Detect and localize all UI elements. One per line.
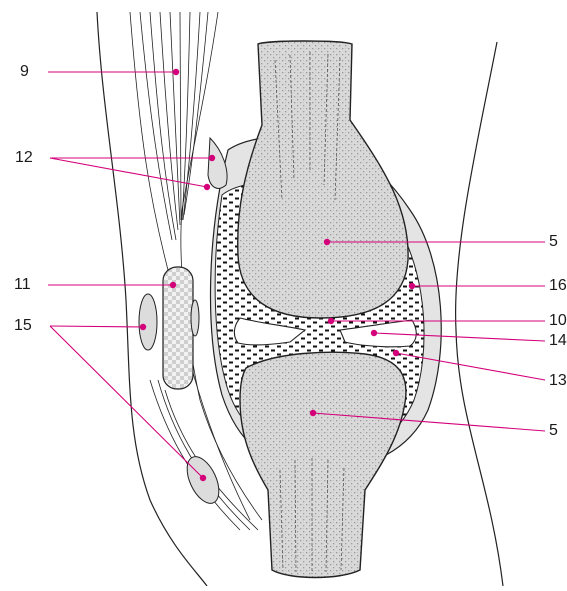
label-11: 11 — [14, 277, 31, 293]
tibia — [240, 352, 406, 577]
small-bursa — [191, 300, 199, 336]
femur — [238, 41, 408, 318]
dot-12a — [209, 155, 215, 161]
dot-12b — [204, 184, 210, 190]
dot-16 — [409, 283, 415, 289]
dot-14 — [371, 330, 377, 336]
label-10: 10 — [549, 313, 567, 329]
label-13: 13 — [549, 373, 567, 389]
label-16: 16 — [549, 278, 567, 294]
prepatellar-bursa — [139, 294, 157, 350]
dot-5b — [310, 410, 316, 416]
dot-15a — [140, 324, 146, 330]
suprapatellar-fat-pad — [208, 138, 227, 188]
leader-15a — [50, 326, 143, 327]
dot-15b — [200, 475, 206, 481]
label-15: 15 — [14, 318, 32, 334]
label-14: 14 — [549, 333, 567, 349]
dot-13 — [393, 350, 399, 356]
dot-9 — [173, 69, 179, 75]
dot-5a — [324, 239, 330, 245]
label-5-tibia: 5 — [549, 423, 558, 439]
dot-11 — [170, 282, 176, 288]
dot-10 — [328, 318, 334, 324]
label-9: 9 — [20, 64, 29, 80]
label-5-femur: 5 — [549, 234, 558, 250]
leader-12b — [50, 158, 207, 187]
skin-outline-right — [456, 42, 503, 586]
label-12: 12 — [15, 150, 33, 166]
